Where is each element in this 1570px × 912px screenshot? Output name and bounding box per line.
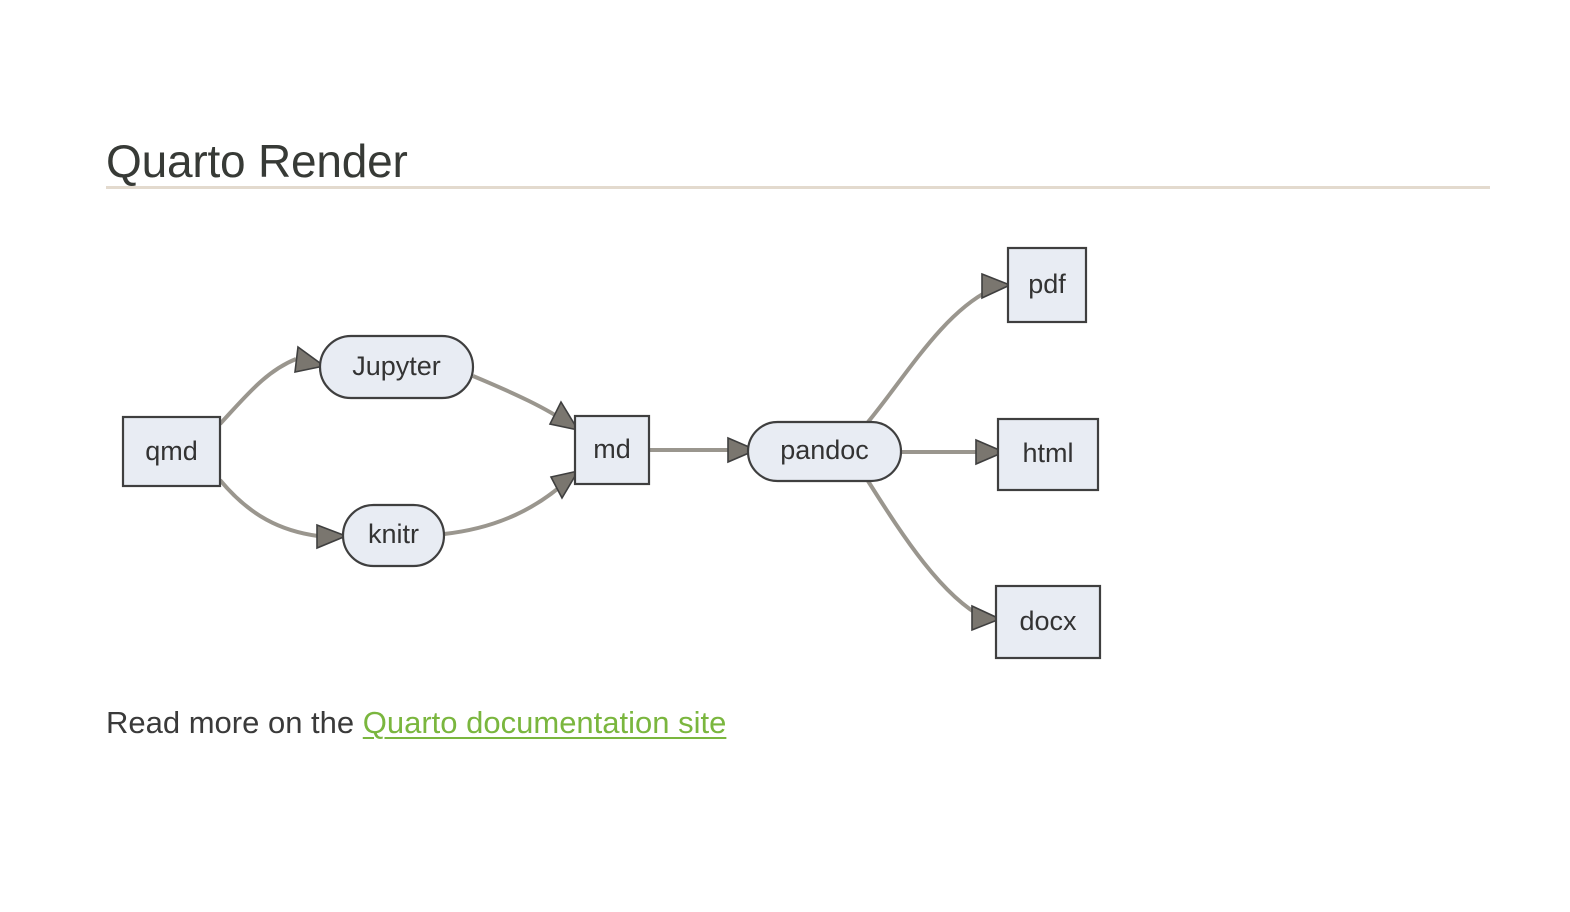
edge-pandoc-to-pdf — [866, 272, 1013, 424]
arrowhead-jupyter — [294, 345, 326, 374]
node-knitr: knitr — [341, 503, 446, 568]
node-html-shape — [996, 417, 1100, 492]
node-pdf-label: pdf — [1028, 269, 1066, 299]
read-more-paragraph: Read more on the Quarto documentation si… — [106, 702, 726, 744]
arrowhead-md-bottom — [549, 469, 580, 500]
node-docx-shape — [994, 584, 1102, 660]
node-jupyter-label: Jupyter — [352, 351, 441, 381]
node-md-label: md — [593, 434, 631, 464]
node-knitr-label: knitr — [368, 519, 419, 549]
node-pandoc-label: pandoc — [780, 435, 869, 465]
arrowhead-md-top — [548, 400, 580, 432]
node-md: md — [573, 414, 651, 486]
node-pdf-shape — [1006, 246, 1088, 324]
node-pandoc: pandoc — [746, 420, 903, 483]
node-pandoc-shape — [746, 420, 903, 483]
title-divider — [106, 186, 1490, 189]
arrowhead-pdf — [981, 272, 1013, 300]
edge-jupyter-to-md — [472, 374, 580, 432]
edge-pandoc-to-docx — [866, 479, 1003, 632]
edge-path-pandoc-pdf — [866, 288, 991, 424]
edge-path-knitr-md — [443, 476, 572, 536]
edge-pandoc-to-html — [901, 438, 1007, 466]
node-knitr-shape — [341, 503, 446, 568]
node-html-label: html — [1022, 438, 1073, 468]
node-md-shape — [573, 414, 651, 486]
edge-knitr-to-md — [443, 469, 580, 536]
quarto-render-flowchart: qmd Jupyter knitr md pandoc pdf — [106, 228, 1146, 660]
edge-path-qmd-knitr — [218, 478, 319, 538]
read-more-text: Read more on the — [106, 705, 363, 740]
node-jupyter: Jupyter — [318, 334, 475, 400]
node-pdf: pdf — [1006, 246, 1088, 324]
edge-path-qmd-jupyter — [218, 357, 297, 426]
edge-path-pandoc-docx — [866, 479, 985, 620]
node-qmd-label: qmd — [145, 436, 198, 466]
arrowhead-docx — [971, 604, 1003, 632]
node-jupyter-shape — [318, 334, 475, 400]
node-html: html — [996, 417, 1100, 492]
node-qmd: qmd — [121, 415, 222, 488]
page-title: Quarto Render — [106, 134, 408, 187]
node-docx-label: docx — [1019, 606, 1077, 636]
edge-qmd-to-knitr — [218, 478, 349, 550]
edge-md-to-pandoc — [649, 436, 759, 464]
edge-qmd-to-jupyter — [218, 345, 326, 426]
arrowhead-html — [975, 438, 1007, 466]
node-qmd-shape — [121, 415, 222, 488]
node-docx: docx — [994, 584, 1102, 660]
arrowhead-pandoc — [727, 436, 759, 464]
quarto-documentation-link[interactable]: Quarto documentation site — [362, 705, 727, 740]
arrowhead-knitr — [316, 523, 349, 550]
